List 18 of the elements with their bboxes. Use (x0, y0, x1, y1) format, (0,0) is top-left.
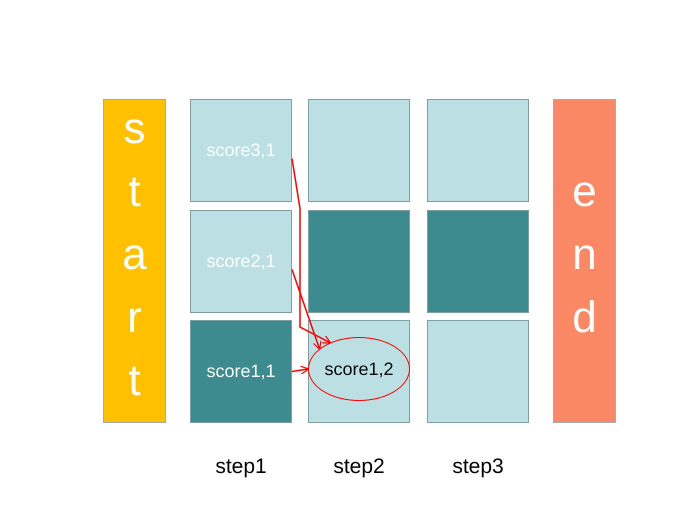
arrow (291, 158, 332, 344)
grid-cell (427, 99, 529, 202)
arrow (292, 366, 310, 375)
column-label: step1 (214, 455, 268, 479)
arrow (291, 269, 322, 350)
grid-cell: score1,1 (190, 320, 292, 423)
grid-cell (308, 320, 410, 423)
column-label: step2 (332, 455, 386, 479)
grid-cell (427, 210, 529, 313)
highlight-ellipse: score1,2 (308, 337, 410, 401)
end-bar: end (553, 99, 616, 423)
grid-cell: score2,1 (190, 210, 292, 313)
grid-cell (427, 320, 529, 423)
grid-cell (308, 99, 410, 202)
start-bar: start (103, 99, 166, 423)
grid-cell (308, 210, 410, 313)
grid-cell: score3,1 (190, 99, 292, 202)
column-label: step3 (451, 455, 505, 479)
